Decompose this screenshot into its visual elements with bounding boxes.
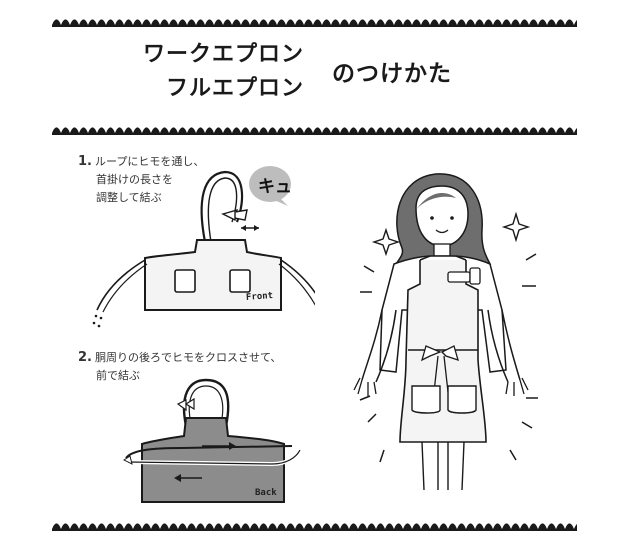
top-wave-divider (52, 18, 577, 28)
right-arrow-icon (202, 442, 236, 450)
left-arrow-icon (174, 474, 202, 482)
step-2-line-1: 胴周りの後ろでヒモをクロスさせて、 (94, 351, 282, 364)
left-pocket (174, 269, 196, 293)
step-1-instructions: 1.ループにヒモを通し、 首掛けの長さを 調整して結ぶ (78, 153, 204, 207)
front-apron-illustration (92, 170, 315, 328)
waist-bow-icon (420, 345, 442, 362)
step-2-instructions: 2.胴周りの後ろでヒモをクロスさせて、 前で結ぶ (78, 349, 281, 385)
bubble-sound-text: キュ (258, 177, 292, 197)
sparkle-decorations (359, 211, 538, 463)
woman-wearing-apron-illustration (353, 173, 529, 491)
step-1-line-3: 調整して結ぶ (96, 191, 162, 204)
step-2-line-2: 前で結ぶ (96, 369, 140, 382)
sound-bubble (249, 166, 291, 206)
step-1-line-2: 首掛けの長さを (96, 173, 173, 186)
back-bow-icon (176, 397, 195, 412)
front-label: Front (245, 291, 274, 303)
title-line-full-apron: フルエプロン (166, 76, 305, 101)
title-how-to-wear: のつけかた (332, 61, 452, 87)
step-1-line-1: ループにヒモを通し、 (94, 155, 205, 168)
back-label: Back (255, 488, 277, 498)
sparkle-right-icon (501, 211, 531, 243)
middle-wave-divider (52, 126, 577, 136)
step-2-number: 2. (78, 350, 92, 365)
double-arrow-icon (241, 225, 259, 231)
bottom-wave-divider (52, 522, 577, 532)
title-product-names: ワークエプロン フルエプロン (140, 38, 304, 106)
right-pocket (229, 269, 251, 293)
sparkle-left-icon (371, 227, 401, 257)
step-1-number: 1. (78, 154, 92, 169)
title-line-work-apron: ワークエプロン (143, 42, 305, 67)
back-apron-illustration (123, 378, 302, 503)
